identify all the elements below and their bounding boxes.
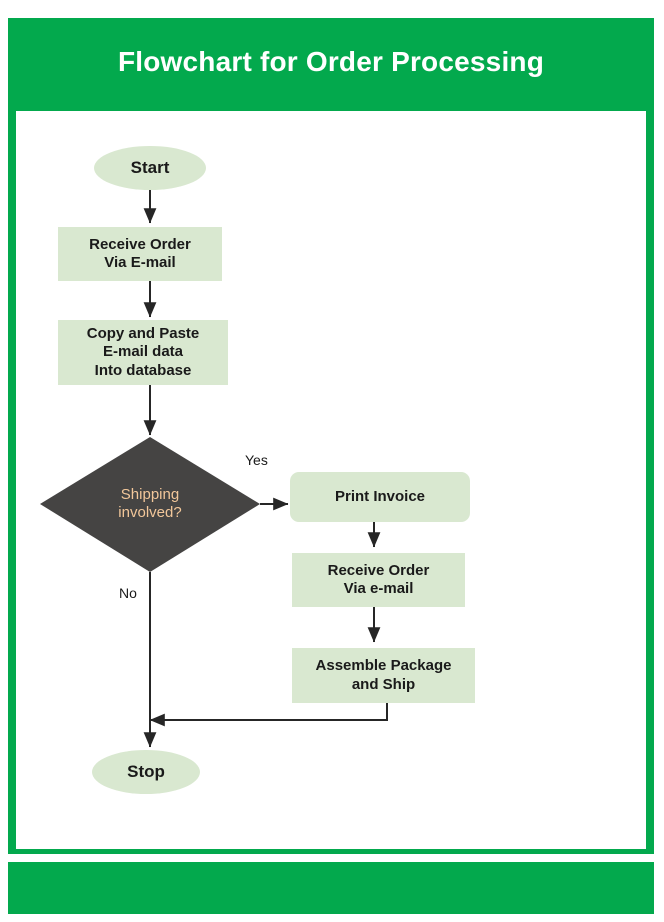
node-copy-paste-shape[interactable]: [58, 320, 228, 385]
node-assemble-ship-shape[interactable]: [292, 648, 475, 703]
header-band: Flowchart for Order Processing: [8, 18, 654, 106]
edge-label-no: No: [119, 585, 137, 601]
node-stop-shape[interactable]: [92, 750, 200, 794]
node-decision-shape[interactable]: [40, 437, 260, 572]
node-receive-order-2-shape[interactable]: [292, 553, 465, 607]
frame-right-border: [646, 106, 654, 854]
node-receive-order-1-shape[interactable]: [58, 227, 222, 281]
connector-assemble-to-merge: [149, 703, 388, 727]
node-start-shape[interactable]: [94, 146, 206, 190]
frame-top-rule: [8, 106, 654, 111]
frame-left-border: [8, 106, 16, 854]
flowchart-shapes: [40, 146, 475, 794]
frame-bottom-rule: [8, 849, 654, 854]
flowchart-canvas: Start Receive Order Via E-mail Copy and …: [16, 111, 646, 849]
node-print-invoice-shape[interactable]: [290, 472, 470, 522]
footer-band: [8, 862, 654, 914]
page-title: Flowchart for Order Processing: [117, 46, 545, 77]
edge-label-yes: Yes: [245, 452, 268, 468]
